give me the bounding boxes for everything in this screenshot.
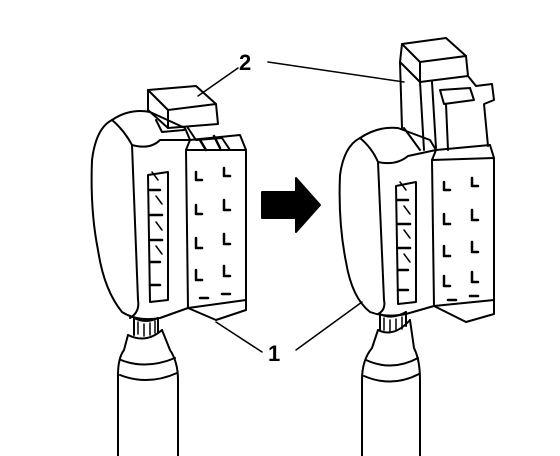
leader-1-left (216, 322, 262, 352)
left-housing (92, 111, 246, 320)
leader-1-right (296, 302, 362, 350)
right-arrow-icon (262, 178, 320, 232)
leader-2-right (268, 62, 404, 82)
callout-leaders (198, 62, 404, 352)
left-latch (148, 86, 230, 150)
callout-label-1: 1 (268, 341, 281, 366)
right-latch (400, 38, 494, 150)
right-connector (340, 38, 494, 456)
right-housing (340, 128, 494, 322)
right-cable (362, 312, 420, 456)
leader-2-left (198, 68, 238, 96)
left-cable (118, 318, 178, 456)
callout-label-2: 2 (239, 50, 252, 75)
left-connector (92, 86, 246, 456)
